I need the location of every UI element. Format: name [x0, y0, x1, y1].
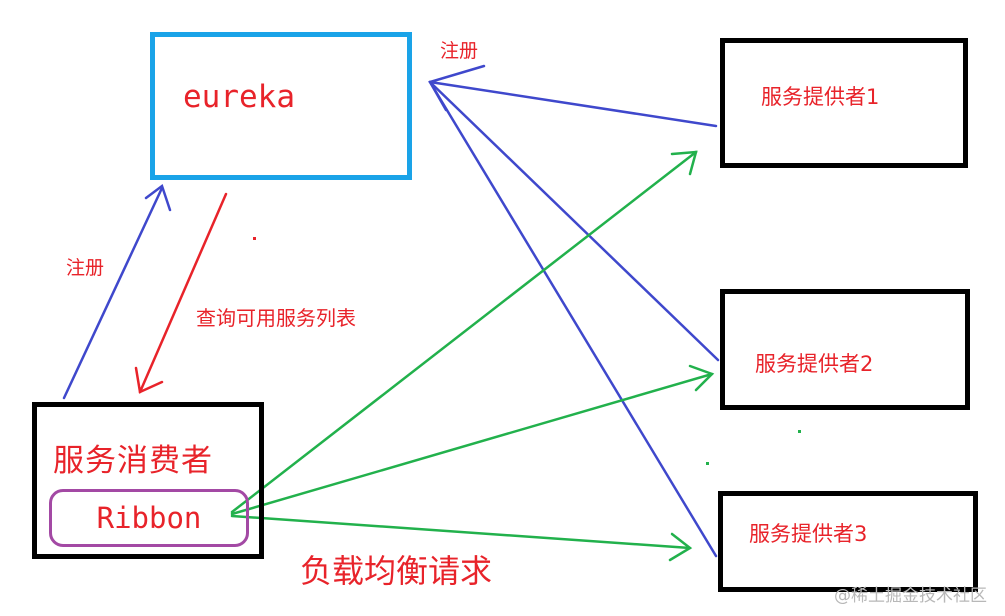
watermark: @稀土掘金技术社区: [834, 586, 987, 606]
request-arrows: [230, 150, 715, 562]
stray-dot: [798, 430, 801, 433]
query-services-label: 查询可用服务列表: [196, 306, 356, 330]
eureka-label: eureka: [183, 79, 295, 115]
ribbon-label: Ribbon: [96, 501, 202, 535]
arrow-ribbon-to-provider1: [230, 150, 698, 514]
load-balance-label: 负载均衡请求: [300, 552, 493, 590]
arrow-ribbon-to-provider3: [230, 514, 692, 550]
arrowhead-provider3: [668, 532, 693, 562]
stray-dots: [253, 237, 801, 465]
consumer-node: 服务消费者: [32, 402, 264, 559]
stray-dot: [253, 237, 256, 240]
arrow-provider3-to-eureka: [428, 80, 718, 558]
arrowhead-consumer-register: [144, 183, 172, 212]
ribbon-node: Ribbon: [49, 489, 249, 547]
provider-node-1: 服务提供者1: [720, 38, 968, 168]
provider-1-label: 服务提供者1: [761, 85, 880, 109]
stray-dot: [706, 462, 709, 465]
arrow-consumer-to-eureka: [62, 186, 164, 400]
arrow-ribbon-to-provider2: [230, 372, 714, 516]
register-label-top: 注册: [440, 40, 479, 62]
register-label-left: 注册: [66, 257, 105, 279]
arrow-provider1-to-eureka: [428, 80, 718, 128]
consumer-label: 服务消费者: [53, 443, 213, 479]
arrowhead-eureka-register: [428, 64, 486, 112]
arrowhead-provider1: [670, 150, 698, 176]
arrowhead-query: [134, 366, 164, 394]
provider-node-2: 服务提供者2: [720, 289, 970, 410]
eureka-node: eureka: [150, 32, 412, 180]
provider-2-label: 服务提供者2: [755, 352, 874, 376]
query-arrow: [134, 192, 228, 394]
arrow-eureka-to-consumer: [138, 192, 228, 394]
provider-node-3: 服务提供者3: [718, 491, 978, 592]
arrowhead-provider2: [688, 364, 715, 392]
provider-3-label: 服务提供者3: [749, 522, 868, 546]
register-arrows: [62, 64, 720, 558]
arrow-provider2-to-eureka: [428, 80, 720, 362]
